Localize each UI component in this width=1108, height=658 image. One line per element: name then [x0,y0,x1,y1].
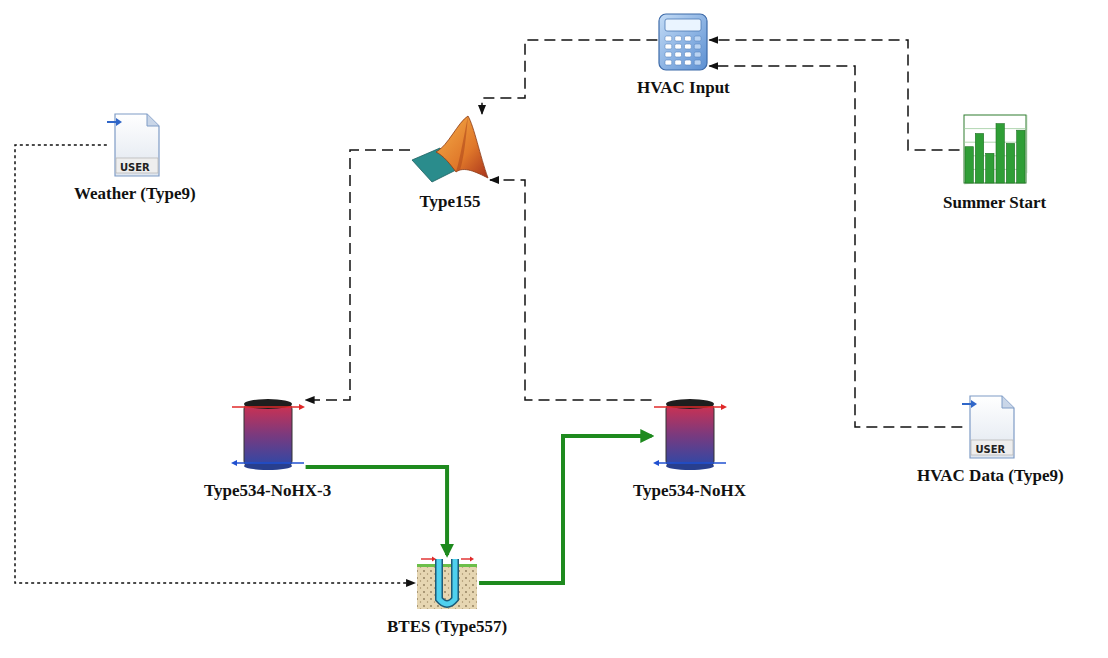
signal-link [306,150,410,400]
u-tube-outline [439,559,455,604]
cold-port [236,462,304,464]
chart-symbol [960,113,1030,187]
tank-body [666,403,714,467]
ground-surface [417,564,477,567]
btes-symbol [415,555,479,611]
calculator-key [685,36,692,41]
chart-icon [960,113,1030,187]
surface-shade [456,116,468,172]
component-name: Summer Start [943,194,1046,213]
signal-link [490,180,652,400]
calculator-key [695,36,702,41]
component-block: USER HVAC Data (Type9) [917,394,1064,486]
calculator-display [665,19,701,31]
surface-peak [436,116,488,178]
icon-tag: USER [962,445,1018,455]
calculator-key [685,52,692,57]
fluid-pipe [479,436,651,583]
calculator-key [665,44,672,49]
tank-icon [230,395,306,475]
cold-port-head [231,460,237,466]
u-tube [439,559,455,604]
cold-port-head [653,460,659,466]
chart-bar [965,147,973,183]
hot-port-head [721,404,727,410]
calculator-key [675,44,682,49]
calculator-key [665,36,672,41]
component-block: HVAC Input [637,12,730,98]
tank-symbol [230,395,306,475]
chart-grid [964,128,1026,129]
component-name: Type155 [419,193,480,212]
calculator-key [695,60,702,65]
calculator-key [665,52,672,57]
flow-in-head [432,557,436,562]
file-icon: USER [107,112,163,178]
calc-symbol [657,12,709,72]
chart-bar [1016,130,1024,183]
tank-body [244,403,292,467]
chart-bar [996,124,1004,183]
input-arrow [107,121,116,123]
calculator-key [685,60,692,65]
calculator-key [695,52,702,57]
chart-bar [975,134,983,184]
component-name: BTES (Type557) [387,618,507,637]
chart-bar [985,153,993,183]
component-block: Summer Start [943,113,1046,213]
chart-shadow [964,115,1028,185]
component-block: Type534-NoHX-3 [204,395,331,501]
matlab-symbol [410,114,490,186]
calc-icon [657,12,709,72]
flow-in [421,558,433,559]
signal-link [709,66,962,427]
signal-link [482,40,657,114]
input-arrow-head [116,118,122,126]
calculator-key [675,60,682,65]
signal-link [709,40,959,150]
cold-port [658,462,726,464]
component-block: Type155 [410,114,490,212]
tank-icon [652,395,728,475]
chart-frame [964,115,1026,183]
icon-tag: USER [107,163,163,173]
flow-out-head [470,557,474,562]
component-name: HVAC Data (Type9) [917,467,1064,486]
component-name: Weather (Type9) [74,185,196,204]
calculator-key [695,44,702,49]
hot-port-head [299,404,305,410]
input-arrow [962,403,971,405]
signal-link [15,145,415,583]
hot-port [654,406,722,408]
input-arrow-head [971,400,977,408]
calculator-key [685,44,692,49]
component-block: BTES (Type557) [387,555,507,637]
calculator-body [659,14,707,70]
file-icon: USER [962,394,1018,460]
fluid-pipe [306,467,447,555]
component-name: Type534-NoHX [633,482,746,501]
file-fold [147,114,159,126]
flow-out [461,558,471,559]
tank-symbol [652,395,728,475]
calculator-key [675,52,682,57]
btes-icon [415,555,479,611]
hot-port [232,406,300,408]
chart-bar [1006,143,1014,183]
component-block: Type534-NoHX [633,395,746,501]
component-name: HVAC Input [637,79,730,98]
component-name: Type534-NoHX-3 [204,482,331,501]
calculator-key [675,36,682,41]
file-fold [1002,396,1014,408]
component-block: USER Weather (Type9) [74,112,196,204]
calculator-key [665,60,672,65]
matlab-icon [410,114,490,186]
